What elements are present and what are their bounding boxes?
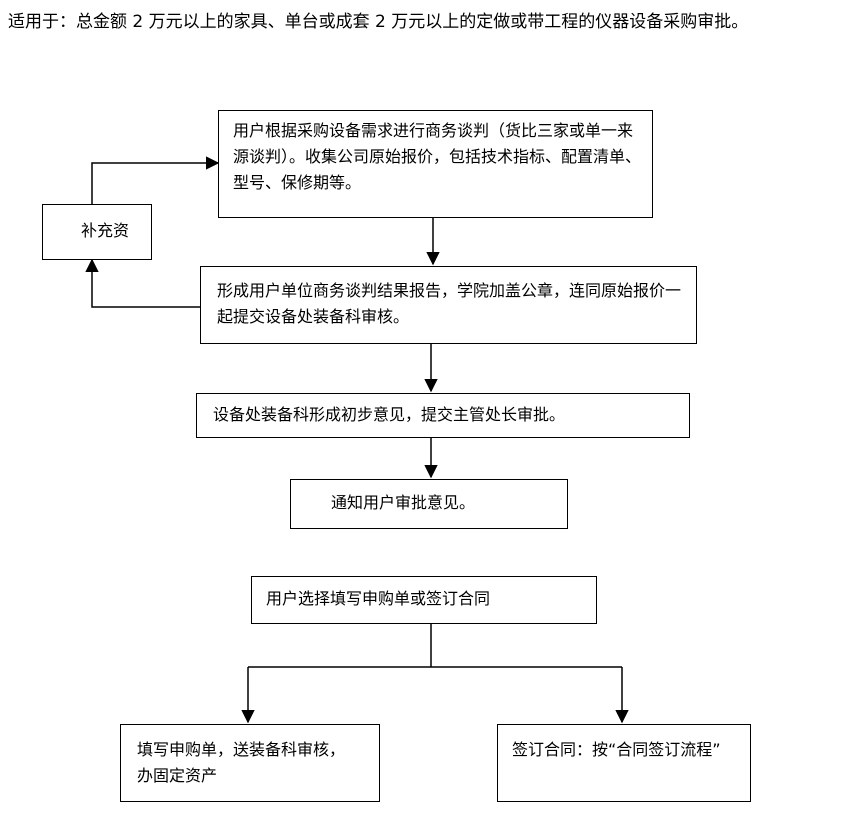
- arrow-report-to-supplement: [85, 258, 200, 308]
- step-business-negotiation: 用户根据采购设备需求进行商务谈判（货比三家或单一来源谈判）。收集公司原始报价，包…: [218, 110, 653, 218]
- scope-description: 适用于：总金额 2 万元以上的家具、单台或成套 2 万元以上的定做或带工程的仪器…: [8, 12, 749, 32]
- step-supplement: 补充资: [42, 204, 152, 260]
- step-supplement-text: 补充资: [81, 221, 130, 240]
- step-notify-user: 通知用户审批意见。: [290, 479, 568, 529]
- step-user-choice: 用户选择填写申购单或签订合同: [251, 576, 597, 624]
- step-purchase-form-text: 填写申购单，送装备科审核，办固定资产: [137, 740, 346, 785]
- step-purchase-form: 填写申购单，送装备科审核，办固定资产: [120, 724, 380, 802]
- step-business-negotiation-text: 用户根据采购设备需求进行商务谈判（货比三家或单一来源谈判）。收集公司原始报价，包…: [233, 121, 642, 192]
- step-sign-contract: 签订合同：按“合同签订流程”: [497, 724, 751, 802]
- step-sign-contract-text: 签订合同：按“合同签订流程”: [512, 740, 721, 759]
- step-initial-opinion-text: 设备处装备科形成初步意见，提交主管处长审批。: [213, 405, 566, 424]
- step-initial-opinion: 设备处装备科形成初步意见，提交主管处长审批。: [196, 393, 690, 438]
- step-negotiation-report-text: 形成用户单位商务谈判结果报告，学院加盖公章，连同原始报价一起提交设备处装备科审核…: [217, 281, 682, 326]
- arrow-supplement-to-negotiation: [91, 156, 220, 204]
- step-user-choice-text: 用户选择填写申购单或签订合同: [266, 589, 491, 608]
- step-notify-user-text: 通知用户审批意见。: [331, 493, 476, 512]
- step-negotiation-report: 形成用户单位商务谈判结果报告，学院加盖公章，连同原始报价一起提交设备处装备科审核…: [200, 266, 697, 344]
